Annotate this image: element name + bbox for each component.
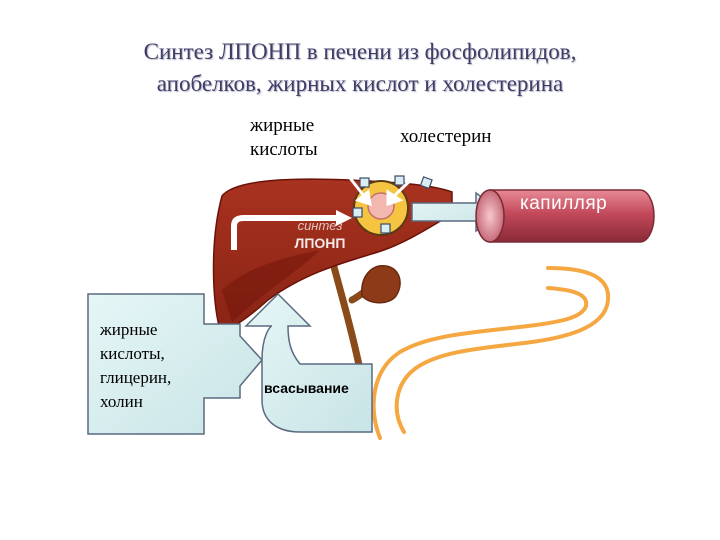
intestine-icon [371, 266, 611, 440]
cholesterol-label: холестерин [400, 126, 492, 147]
absorption-label: всасывание [264, 380, 349, 396]
capillary-label: капилляр [520, 193, 608, 214]
liver-icon [212, 178, 453, 331]
gallbladder-icon [361, 265, 401, 304]
synthesis-line-1: синтез [297, 218, 343, 233]
diagram-title: Синтез ЛПОНП в печени из фосфолипидов, а… [60, 36, 660, 100]
nutrients-line-4: холин [100, 392, 143, 411]
fatty-acids-line-1: жирные [250, 115, 315, 136]
fatty-acids-label: жирные кислоты [250, 114, 318, 162]
nutrients-line-2: кислоты, [100, 344, 165, 363]
title-line-2: апобелков, жирных кислот и холестерина [156, 71, 564, 96]
synthesis-label: синтез ЛПОНП [280, 218, 360, 251]
title-line-1: Синтез ЛПОНП в печени из фосфолипидов, [143, 39, 577, 64]
synthesis-line-2: ЛПОНП [294, 235, 346, 251]
nutrients-line-3: глицерин, [100, 368, 172, 387]
nutrients-line-1: жирные [100, 320, 158, 339]
capillary-icon [475, 189, 655, 243]
synthesis-arrow-icon [231, 210, 352, 250]
nutrients-label: жирные кислоты, глицерин, холин [100, 318, 171, 414]
absorption-arrow-icon [87, 292, 373, 435]
label-pointer-arrows [334, 154, 438, 207]
fatty-acids-line-2: кислоты [250, 139, 318, 160]
